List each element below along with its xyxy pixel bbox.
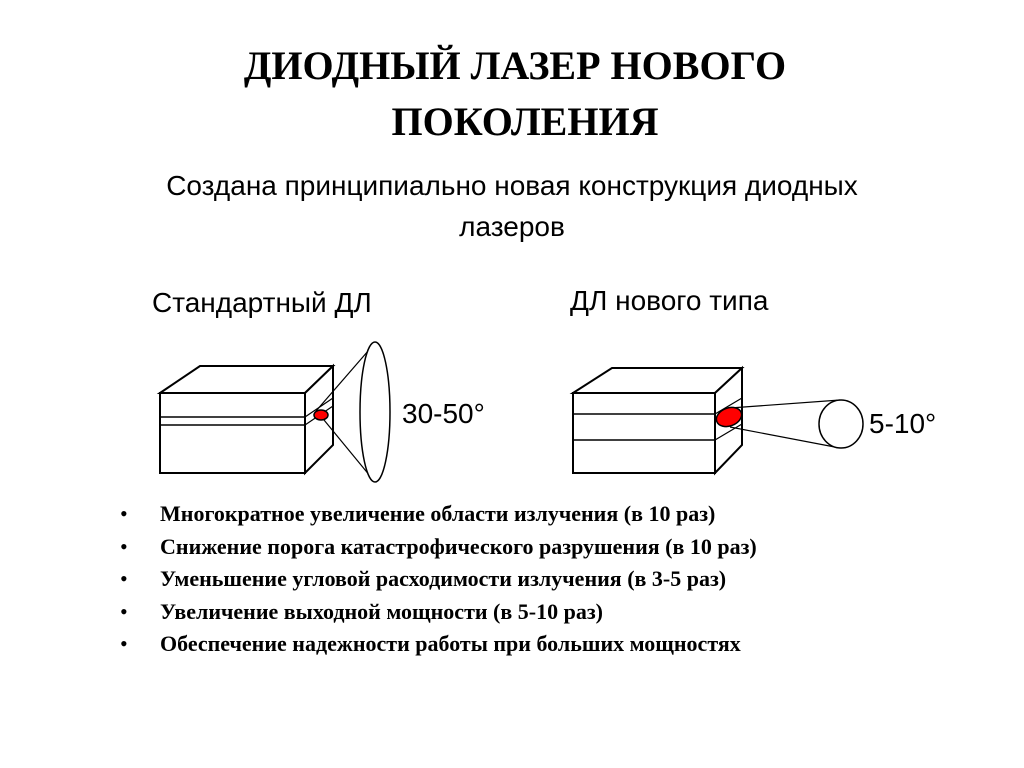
standard-divergence-angle: 30-50°	[402, 398, 485, 429]
advantages-list: • Многократное увеличение области излучен…	[118, 498, 757, 661]
bullet-text: Снижение порога катастрофического разруш…	[160, 533, 757, 559]
subtitle-line1: Создана принципиально новая конструкция …	[166, 170, 858, 201]
bullet-icon: •	[120, 631, 128, 656]
new-laser-label: ДЛ нового типа	[570, 285, 769, 316]
bullet-icon: •	[120, 598, 128, 624]
list-item: • Увеличение выходной мощности (в 5-10 ра…	[118, 596, 757, 629]
bullet-text: Обеспечение надежности работы при больши…	[160, 631, 741, 656]
bullet-icon: •	[120, 501, 128, 526]
box-top-face	[156, 365, 336, 394]
new-divergence-angle: 5-10°	[869, 408, 937, 439]
new-laser-diagram	[569, 365, 864, 476]
box-front-face	[159, 392, 306, 474]
beam-spot-wide	[359, 341, 391, 483]
bullet-text: Многократное увеличение области излучени…	[160, 501, 716, 526]
list-item: • Многократное увеличение области излучен…	[118, 498, 757, 531]
subtitle-line2: лазеров	[459, 211, 565, 242]
standard-laser-label: Стандартный ДЛ	[152, 287, 372, 318]
bullet-text: Увеличение выходной мощности (в 5-10 раз…	[160, 598, 603, 624]
beam-spot-narrow	[818, 399, 864, 449]
bullet-text: Уменьшение угловой расходимости излучени…	[160, 566, 727, 591]
list-item: • Снижение порога катастрофического разру…	[118, 531, 757, 564]
list-item: • Уменьшение угловой расходимости излучен…	[118, 563, 757, 596]
box-top-face	[569, 367, 745, 394]
standard-laser-diagram	[156, 341, 391, 483]
slide-title-line1: ДИОДНЫЙ ЛАЗЕР НОВОГО	[243, 43, 787, 88]
emitter-spot	[715, 406, 743, 428]
box-front-face	[572, 392, 716, 474]
slide-title-line2: ПОКОЛЕНИЯ	[391, 99, 659, 144]
list-item: • Обеспечение надежности работы при больш…	[118, 628, 757, 661]
bullet-icon: •	[120, 533, 128, 559]
bullet-icon: •	[120, 566, 128, 591]
emitter-spot	[313, 409, 329, 421]
